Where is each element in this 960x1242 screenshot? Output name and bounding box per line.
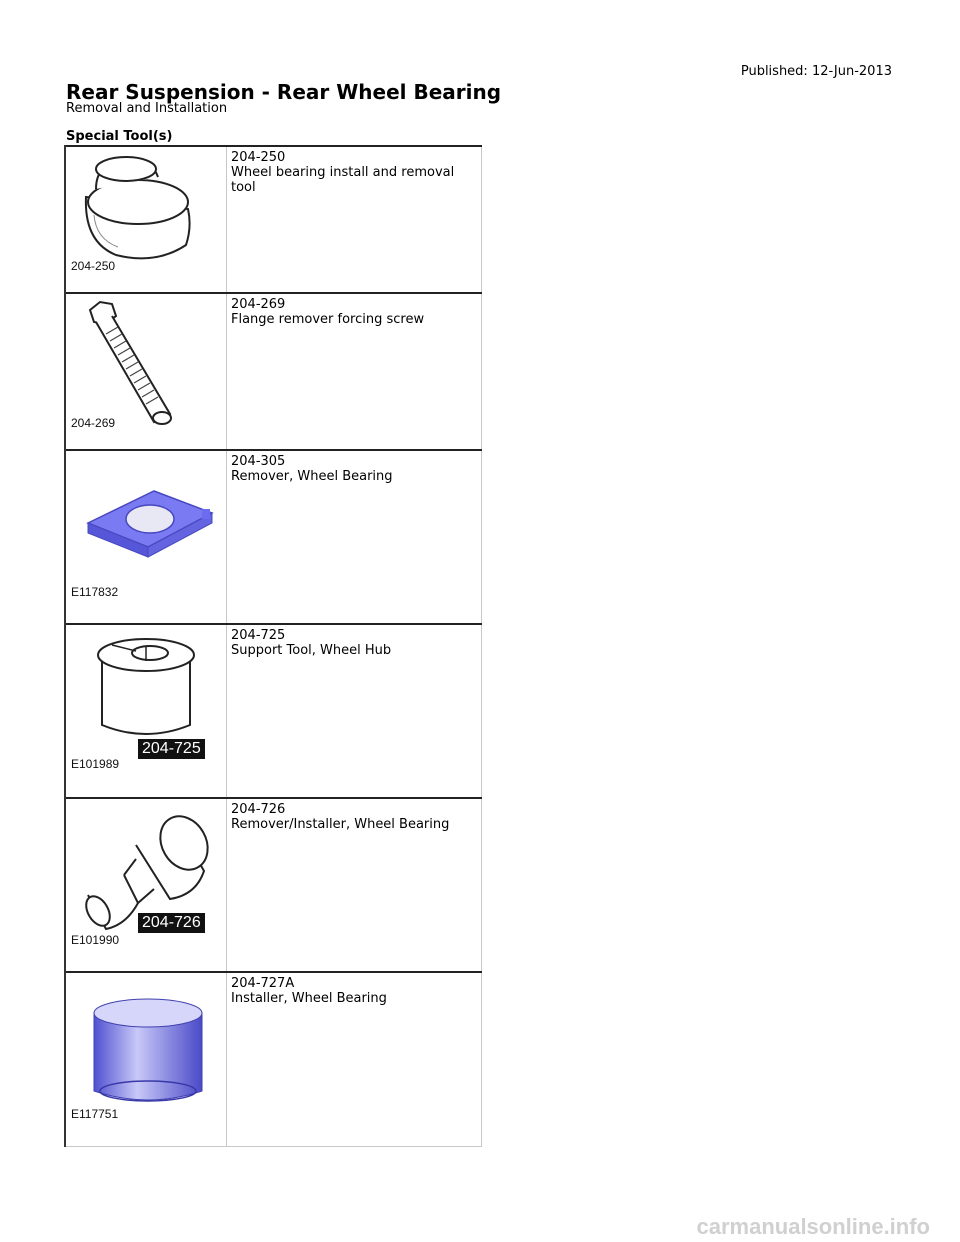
table-row: E117751 204-727A Installer, Wheel Bearin… [64,971,482,1147]
tool-image-caption: E101989 [71,757,120,771]
tool-description: Flange remover forcing screw [231,312,425,327]
tool-number: 204-725 [231,628,286,643]
tool-number: 204-305 [231,454,286,469]
table-row: 204-269 204-269 Flange remover forcing s… [64,292,482,451]
watermark: carmanualsonline.info [696,1214,931,1239]
tool-number: 204-726 [231,802,286,817]
wheel-bearing-tool-icon [84,156,191,260]
tool-description: Support Tool, Wheel Hub [231,643,392,658]
tool-number-tag: 204-725 [138,739,205,759]
tool-image-cell: E117751 [64,971,227,1147]
tool-number: 204-250 [231,150,286,165]
tool-image-cell: 204-269 [64,292,227,451]
tool-description: Wheel bearing install and removal tool [231,165,455,195]
bearing-installer-cup-icon [93,998,203,1102]
tool-image-cell: 204-250 [64,145,227,294]
page-subtitle: Removal and Installation [66,101,228,116]
table-row: E101989 204-725 204-725 Support Tool, Wh… [64,623,482,799]
tool-image-caption: 204-269 [71,416,116,430]
section-heading: Special Tool(s) [66,129,173,144]
tool-description: Installer, Wheel Bearing [231,991,387,1006]
table-row: E117832 204-305 Remover, Wheel Bearing [64,449,482,625]
tool-number: 204-727A [231,976,295,991]
tool-image-cell: E101990 204-726 [64,797,227,973]
tool-image-cell: E117832 [64,449,227,625]
page-title: Rear Suspension - Rear Wheel Bearing [66,80,502,104]
tool-image-caption: 204-250 [71,259,116,273]
table-row: 204-250 204-250 Wheel bearing install an… [64,145,482,294]
bearing-remover-plate-icon [86,490,214,558]
tool-number: 204-269 [231,297,286,312]
support-sleeve-icon [97,638,195,735]
tool-image-caption: E117751 [71,1107,119,1121]
tool-image-caption: E117832 [71,585,119,599]
tool-description: Remover/Installer, Wheel Bearing [231,817,450,832]
tool-image-caption: E101990 [71,933,120,947]
tool-description: Remover, Wheel Bearing [231,469,393,484]
tool-image-cell: E101989 204-725 [64,623,227,799]
forcing-screw-icon [88,300,172,425]
stepped-driver-icon [85,815,209,931]
tool-number-tag: 204-726 [138,913,205,933]
published-date: Published: 12-Jun-2013 [740,64,892,79]
special-tools-table: 204-250 204-250 Wheel bearing install an… [64,145,482,1147]
table-row: E101990 204-726 204-726 Remover/Installe… [64,797,482,973]
